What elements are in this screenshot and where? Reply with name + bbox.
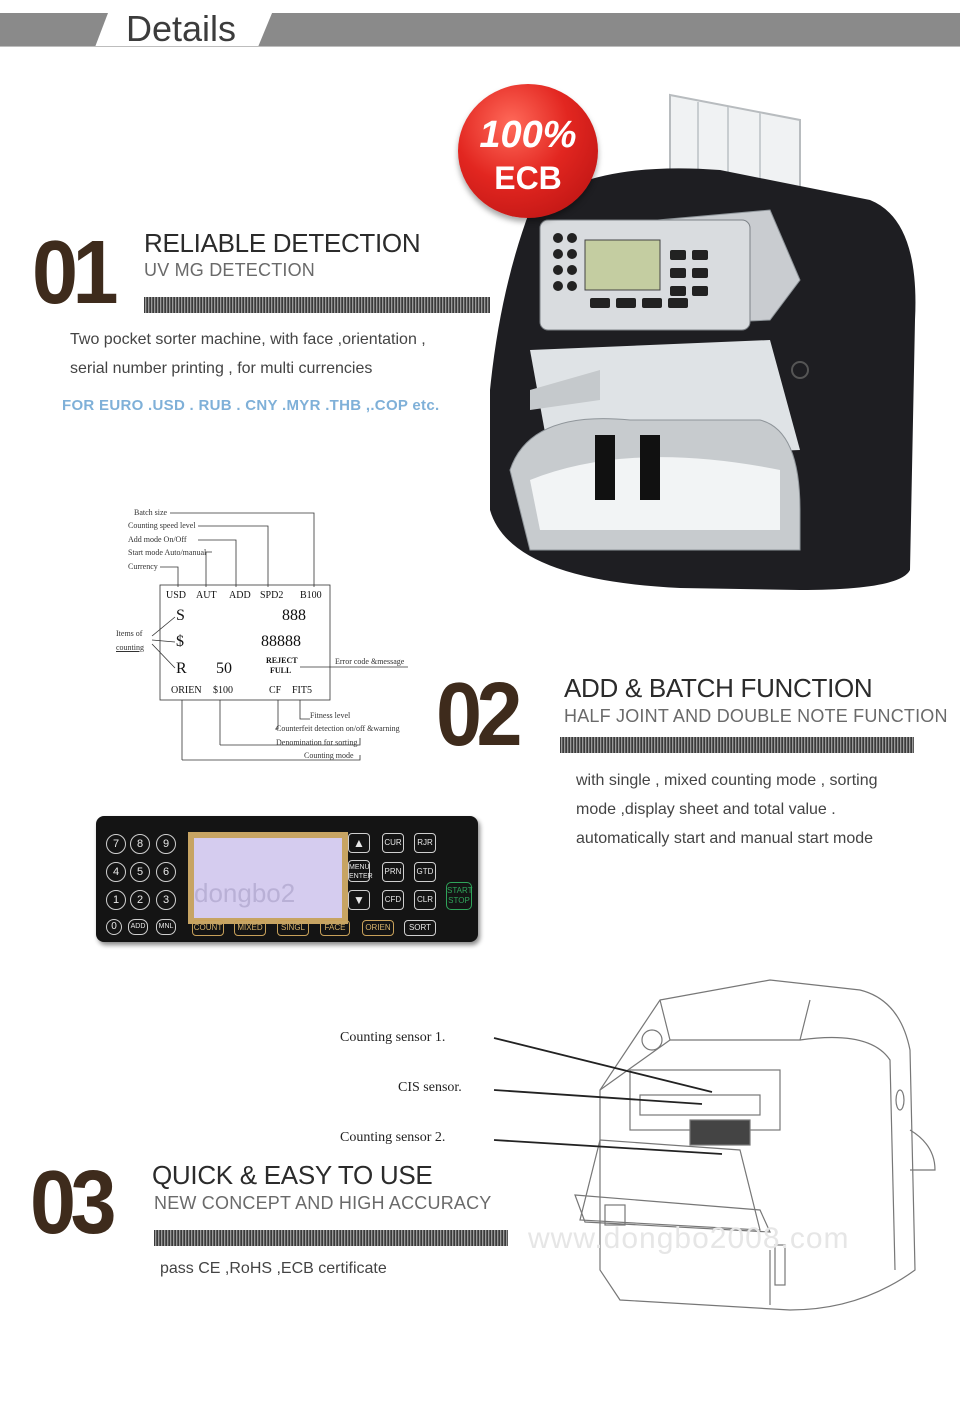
header-divider (0, 46, 960, 47)
key-cfd[interactable]: CFD (382, 890, 404, 910)
section-text-01b: serial number printing , for multi curre… (70, 360, 373, 377)
keypad-panel: 7 8 9 4 5 6 1 2 3 0 ADD MNL dongbo2 COUN… (96, 816, 478, 942)
display-add: ADD (229, 590, 251, 601)
machine-image-front (490, 93, 916, 590)
header-bar-left (0, 13, 108, 47)
key-5[interactable]: 5 (130, 862, 150, 882)
badge-ecb: ECB (494, 160, 562, 196)
sensor-label-counting-2: Counting sensor 2. (340, 1130, 446, 1145)
section-text-02b: mode ,display sheet and total value . (576, 801, 836, 818)
key-2[interactable]: 2 (130, 890, 150, 910)
key-count[interactable]: COUNT (192, 920, 224, 936)
section-number-03: 03 (30, 1153, 117, 1253)
key-menu-enter[interactable]: MENU ENTER (348, 860, 373, 882)
section-number-02: 02 (436, 665, 523, 765)
section-divider-01 (144, 297, 490, 313)
sensor-pointer-lines (493, 1037, 723, 1155)
display-orien: ORIEN (171, 685, 202, 696)
display-reject: REJECT (266, 656, 298, 665)
diagram-label-batch-size: Batch size (134, 508, 168, 517)
display-total-value: 88888 (261, 633, 301, 650)
section-subtitle-01: UV MG DETECTION (144, 260, 316, 280)
key-6[interactable]: 6 (156, 862, 176, 882)
key-cur[interactable]: CUR (382, 833, 404, 853)
arrow-up-icon: ▲ (353, 836, 365, 850)
key-rjr[interactable]: RJR (414, 833, 436, 853)
badge-percent: 100% (479, 114, 577, 156)
page-title: Details (126, 8, 237, 49)
display-count-value: 888 (282, 607, 306, 624)
display-reject-count: 50 (216, 660, 232, 677)
stop-label: STOP (448, 896, 470, 905)
key-singl[interactable]: SINGL (277, 920, 309, 936)
key-0[interactable]: 0 (106, 919, 122, 935)
section-divider-03 (154, 1230, 508, 1246)
section-subtitle-02: HALF JOINT AND DOUBLE NOTE FUNCTION (564, 706, 948, 726)
key-up[interactable]: ▲ (348, 833, 370, 853)
section-title-01: RELIABLE DETECTION (144, 228, 421, 258)
key-9[interactable]: 9 (156, 834, 176, 854)
section-text-03: pass CE ,RoHS ,ECB certificate (160, 1260, 387, 1277)
key-add[interactable]: ADD (128, 919, 148, 935)
diagram-label-items-2: counting (116, 643, 144, 652)
currency-list: FOR EURO .USD . RUB . CNY .MYR .THB ,.CO… (62, 397, 440, 414)
ecb-badge: 100% ECB (458, 84, 598, 218)
key-1[interactable]: 1 (106, 890, 126, 910)
watermark-site: www.dongbo2008.com (528, 1222, 850, 1255)
diagram-label-counterfeit: Counterfeit detection on/off &warning (276, 724, 400, 733)
diagram-label-items-1: Items of (116, 629, 143, 638)
key-8[interactable]: 8 (130, 834, 150, 854)
diagram-label-speed: Counting speed level (128, 521, 196, 530)
key-mixed[interactable]: MIXED (234, 920, 266, 936)
section-text-02a: with single , mixed counting mode , sort… (576, 772, 878, 789)
section-text-02c: automatically start and manual start mod… (576, 830, 874, 847)
section-title-02: ADD & BATCH FUNCTION (564, 673, 873, 703)
section-divider-02 (560, 737, 914, 753)
key-4[interactable]: 4 (106, 862, 126, 882)
section-number-01: 01 (32, 223, 119, 323)
start-label: START (447, 886, 473, 895)
sensor-label-cis: CIS sensor. (398, 1080, 462, 1095)
display-denom: $100 (213, 685, 233, 696)
display-batch: B100 (300, 590, 322, 601)
display-start-mode: AUT (196, 590, 217, 601)
display-dollar-symbol: $ (176, 633, 184, 650)
arrow-down-icon: ▼ (353, 893, 365, 907)
key-start-stop[interactable]: START STOP (446, 882, 472, 910)
display-cf: CF (269, 685, 282, 696)
key-prn[interactable]: PRN (382, 862, 404, 882)
diagram-label-currency: Currency (128, 562, 158, 571)
sensor-label-counting-1: Counting sensor 1. (340, 1030, 446, 1045)
display-r-symbol: R (176, 660, 187, 677)
section-text-01a: Two pocket sorter machine, with face ,or… (70, 331, 426, 348)
header-bar-right (258, 13, 960, 47)
lcd-watermark: dongbo2 (194, 878, 296, 908)
key-3[interactable]: 3 (156, 890, 176, 910)
display-currency: USD (166, 590, 187, 601)
diagram-label-denomination: Denomination for sorting (276, 738, 358, 747)
display-s-symbol: S (176, 607, 185, 624)
key-7[interactable]: 7 (106, 834, 126, 854)
diagram-label-start-mode: Start mode Auto/manual (128, 548, 207, 557)
key-down[interactable]: ▼ (348, 890, 370, 910)
keypad-lcd: dongbo2 (188, 832, 348, 924)
key-sort[interactable]: SORT (404, 920, 436, 936)
diagram-label-error: Error code &message (335, 657, 405, 666)
display-fit: FIT5 (292, 685, 312, 696)
key-clr[interactable]: CLR (414, 890, 436, 910)
display-speed: SPD2 (260, 590, 284, 601)
diagram-label-fitness: Fitness level (310, 711, 351, 720)
key-face[interactable]: FACE (320, 920, 350, 936)
display-diagram-lines (151, 512, 408, 761)
section-title-03: QUICK & EASY TO USE (152, 1160, 433, 1190)
machine-line-drawing (574, 979, 936, 1311)
diagram-label-counting-mode: Counting mode (304, 751, 354, 760)
key-gtd[interactable]: GTD (414, 862, 436, 882)
display-full: FULL (270, 666, 292, 675)
section-subtitle-03: NEW CONCEPT AND HIGH ACCURACY (154, 1193, 492, 1213)
key-mnl[interactable]: MNL (156, 919, 176, 935)
key-orien[interactable]: ORIEN (362, 920, 394, 936)
diagram-label-add-mode: Add mode On/Off (128, 535, 187, 544)
